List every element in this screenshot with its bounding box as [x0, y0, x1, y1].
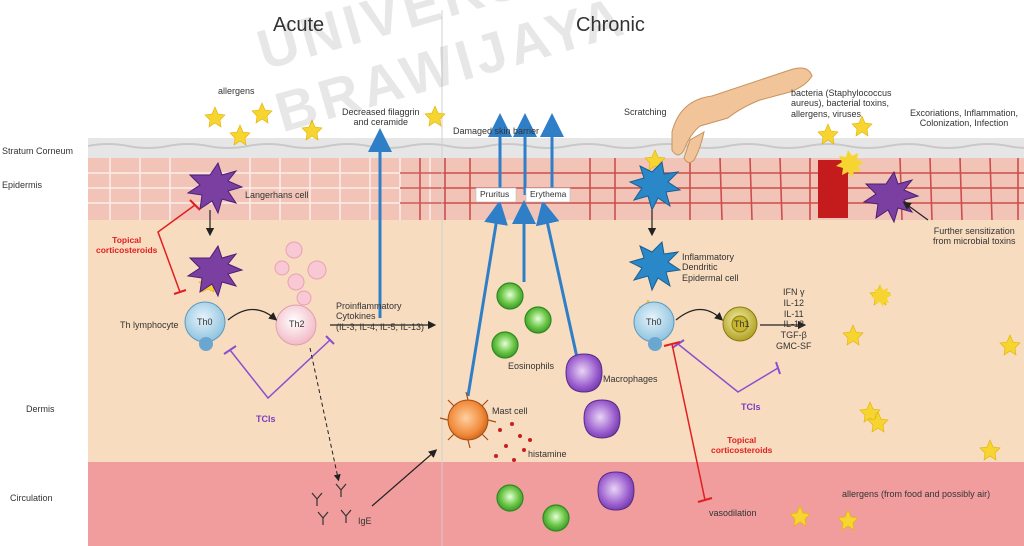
label-vasodilation: vasodilation: [709, 508, 757, 518]
allergen-star: [205, 107, 225, 127]
label-th-lymphocyte: Th lymphocyte: [120, 320, 179, 330]
eosinophil: [543, 505, 569, 531]
label-decreased-filaggrin: Decreased filaggrin and ceramide: [342, 107, 420, 128]
eosinophil: [497, 485, 523, 511]
allergen-star: [252, 103, 272, 123]
layer-stratum-corneum: Stratum Corneum: [2, 146, 73, 156]
label-langerhans: Langerhans cell: [245, 190, 309, 200]
label-allergens: allergens: [218, 86, 255, 96]
label-histamine: histamine: [528, 449, 567, 459]
th0-nucleus-right: [648, 337, 662, 351]
eosinophil: [497, 283, 523, 309]
label-th0-left: Th0: [197, 317, 213, 327]
label-topical-cs-left: Topical corticosteroids: [96, 236, 157, 256]
mast-cell: [440, 392, 496, 448]
macrophage: [566, 354, 602, 392]
layer-epidermis: Epidermis: [2, 180, 42, 190]
label-excoriations: Excoriations, Inflammation, Colonization…: [910, 108, 1018, 129]
label-inflammatory-dc: Inflammatory Dendritic Epidermal cell: [682, 252, 739, 283]
label-tcis-right: TCIs: [741, 402, 761, 412]
label-th2: Th2: [289, 319, 305, 329]
label-topical-cs-right: Topical corticosteroids: [711, 436, 772, 456]
circulation-layer: [88, 462, 1024, 546]
header-acute: Acute: [273, 14, 324, 37]
label-mast-cell: Mast cell: [492, 406, 528, 416]
label-cytokines-right: IFN γ IL-12 IL-11 IL-18 TGF-β GMC-SF: [776, 287, 812, 352]
label-allergens-food: allergens (from food and possibly air): [842, 489, 990, 499]
label-th1: Th1: [734, 319, 750, 329]
eosinophil: [492, 332, 518, 358]
eosinophil: [525, 307, 551, 333]
label-scratching: Scratching: [624, 107, 667, 117]
macrophage: [598, 472, 634, 510]
label-erythema: Erythema: [530, 190, 566, 200]
macrophage: [584, 400, 620, 438]
th0-nucleus-left: [199, 337, 213, 351]
label-th0-right: Th0: [646, 317, 662, 327]
header-chronic: Chronic: [576, 14, 645, 37]
label-bacteria: bacteria (Staphylococcus aureus), bacter…: [791, 88, 892, 119]
label-tcis-left: TCIs: [256, 414, 276, 424]
layer-dermis: Dermis: [26, 404, 55, 414]
label-proinflammatory: Proinflammatory Cytokines (IL-3, IL-4, I…: [336, 301, 424, 332]
layer-circulation: Circulation: [10, 493, 53, 503]
label-further-sensitization: Further sensitization from microbial tox…: [933, 226, 1016, 247]
label-pruritus: Pruritus: [480, 190, 509, 200]
label-macrophages: Macrophages: [603, 374, 658, 384]
label-ige: IgE: [358, 516, 372, 526]
label-damaged-barrier: Damaged skin barrier: [453, 126, 539, 136]
label-eosinophils: Eosinophils: [508, 361, 554, 371]
